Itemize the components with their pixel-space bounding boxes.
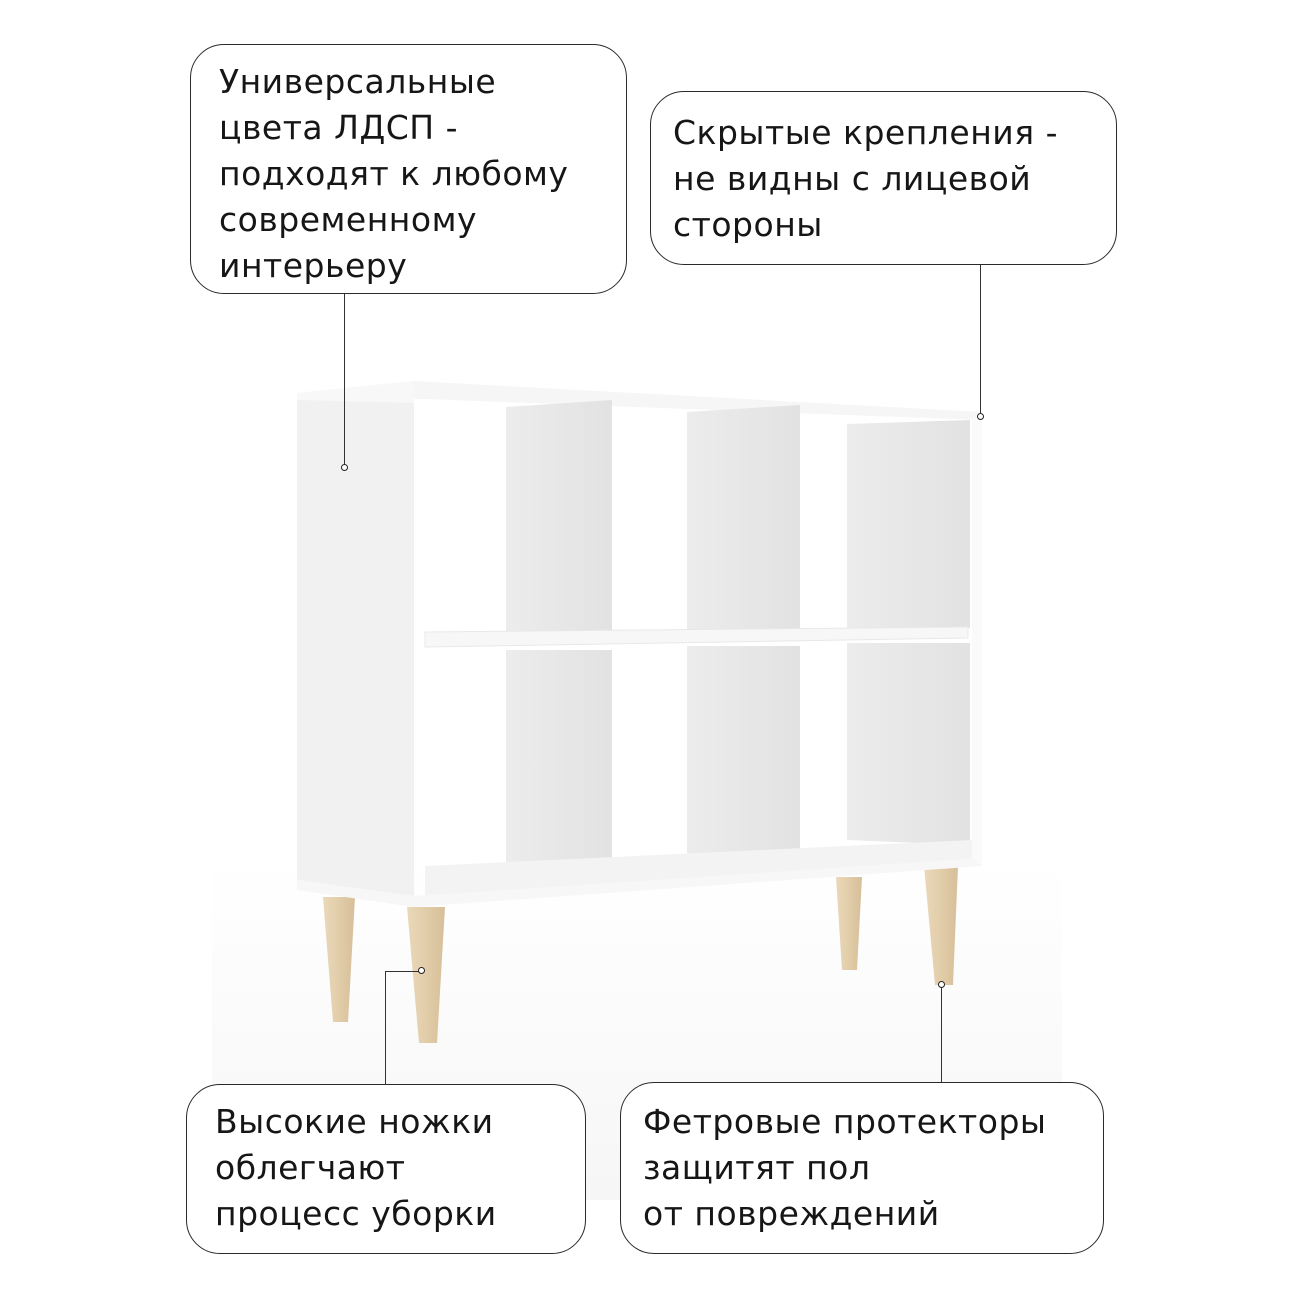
legs	[323, 866, 958, 1043]
leader-line-fasteners	[980, 265, 981, 413]
leader-line-legs-vertical	[385, 971, 386, 1084]
callout-fasteners-line-3: стороны	[673, 205, 823, 244]
callout-fasteners-line-1: Скрытые крепления -	[673, 113, 1058, 152]
callout-legs-line-1: Высокие ножки	[215, 1102, 494, 1141]
callout-felt-line-2: защитят пол	[643, 1148, 871, 1187]
callout-colors-line-3: подходят к любому	[219, 154, 569, 193]
callout-hidden-fasteners: Скрытые крепления - не видны с лицевой с…	[650, 91, 1117, 265]
callout-fasteners-line-2: не видны с лицевой	[673, 159, 1032, 198]
callout-colors: Универсальные цвета ЛДСП - подходят к лю…	[190, 44, 627, 294]
callout-felt-line-1: Фетровые протекторы	[643, 1102, 1047, 1141]
callout-colors-line-5: интерьеру	[219, 246, 408, 285]
anchor-dot-legs	[418, 967, 425, 974]
callout-colors-line-1: Универсальные	[219, 62, 497, 101]
callout-felt-line-3: от повреждений	[643, 1194, 940, 1233]
callout-colors-line-4: современному	[219, 200, 477, 239]
anchor-dot-fasteners	[977, 413, 984, 420]
leader-line-colors	[344, 294, 345, 464]
callout-legs-line-3: процесс уборки	[215, 1194, 497, 1233]
callout-colors-line-2: цвета ЛДСП -	[219, 108, 458, 147]
callout-felt-protectors: Фетровые протекторы защитят пол от повре…	[620, 1082, 1104, 1254]
callout-high-legs: Высокие ножки облегчают процесс уборки	[186, 1084, 586, 1254]
leader-line-legs-horizontal	[385, 971, 419, 972]
callout-legs-line-2: облегчают	[215, 1148, 406, 1187]
anchor-dot-colors	[341, 464, 348, 471]
leader-line-felt	[941, 988, 942, 1082]
anchor-dot-felt	[938, 981, 945, 988]
